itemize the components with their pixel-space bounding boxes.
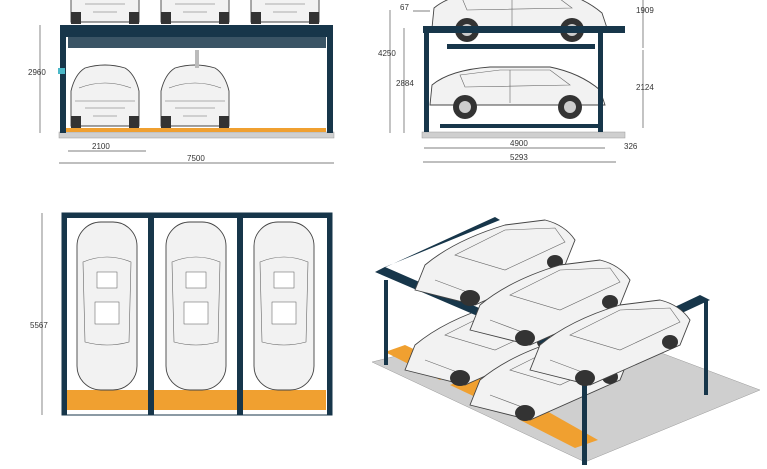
dim-upper-clearance: 1909 <box>636 6 654 15</box>
dim-platform-length: 4900 <box>510 139 528 148</box>
dim-bay-width: 2100 <box>92 142 110 151</box>
dim-total-width: 7500 <box>187 154 205 163</box>
car-upper-3 <box>250 0 320 25</box>
car-top-1 <box>76 221 138 391</box>
dim-offset-top: 67 <box>400 3 409 12</box>
dim-overhang: 326 <box>624 142 638 151</box>
car-upper <box>431 0 608 43</box>
car-top-2 <box>165 221 227 391</box>
dim-depth: 5567 <box>30 321 48 330</box>
top-beam <box>60 25 333 37</box>
dim-upper-platform-height: 2884 <box>396 79 414 88</box>
dim-total-height: 4250 <box>378 49 396 58</box>
car-lower-2 <box>160 64 230 129</box>
car-upper-1 <box>70 0 140 25</box>
car-lower <box>429 66 606 120</box>
side-view: 4250 2884 67 1909 2124 4900 326 5293 <box>378 0 654 163</box>
dim-total-length: 5293 <box>510 153 528 162</box>
car-upper-2 <box>160 0 230 25</box>
car-top-3 <box>253 221 315 391</box>
dim-height: 2960 <box>28 68 46 77</box>
frame-post-left <box>60 25 66 133</box>
top-view: 5567 <box>30 212 333 416</box>
frame-post-right <box>327 25 333 133</box>
front-view: 2960 2100 7500 <box>28 0 335 164</box>
dim-lower-clearance: 2124 <box>636 83 654 92</box>
car-lower-1 <box>70 64 140 129</box>
isometric-view <box>371 217 761 465</box>
floor-strip <box>66 128 326 132</box>
